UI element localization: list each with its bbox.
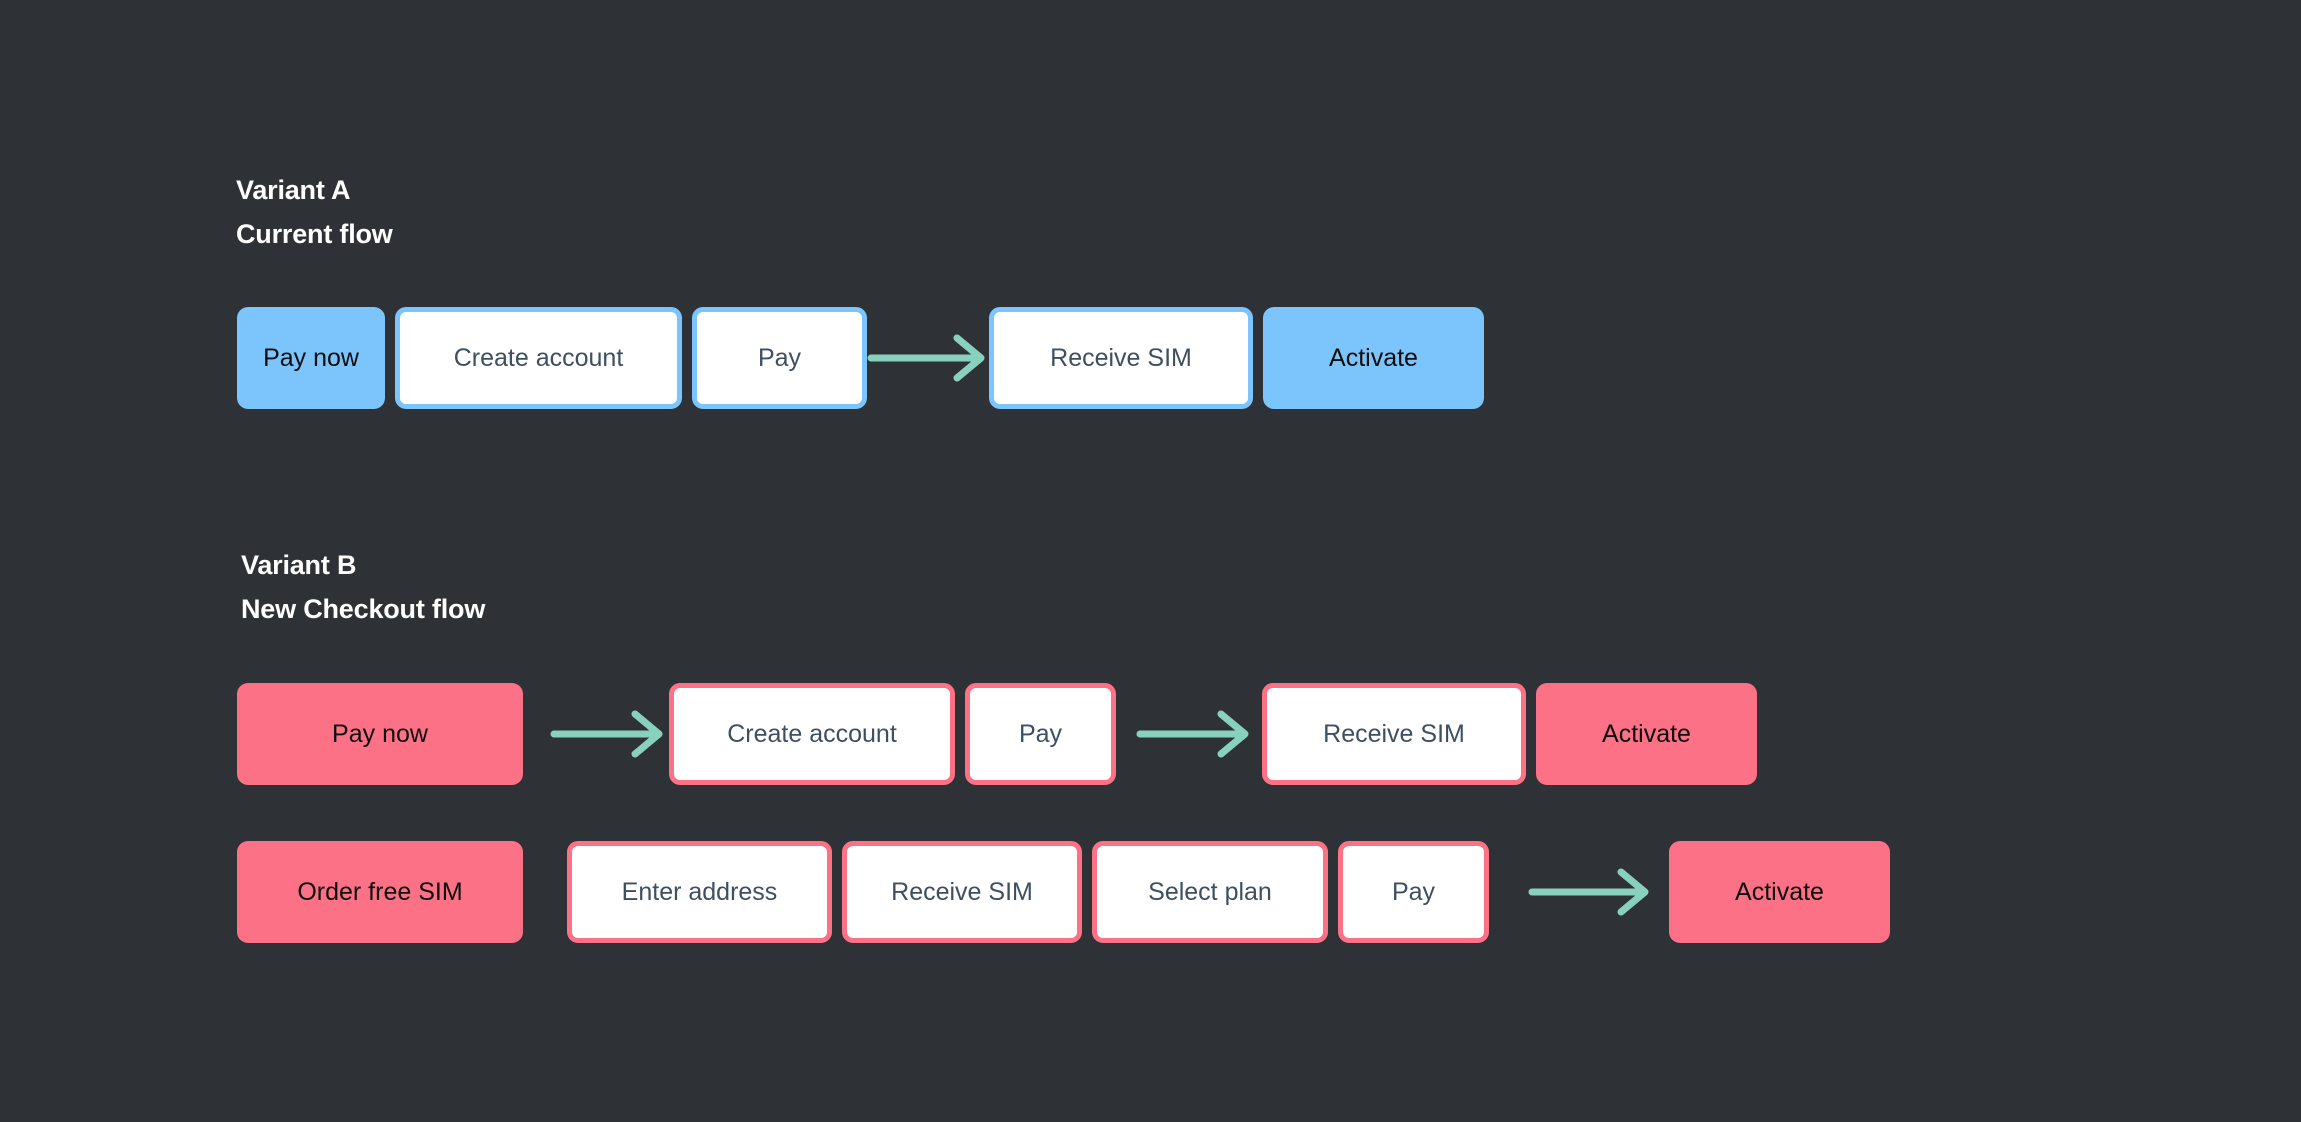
- step-select-plan[interactable]: Select plan: [1092, 841, 1328, 943]
- step-receive-sim[interactable]: Receive SIM: [989, 307, 1253, 409]
- variant-b-heading: Variant B New Checkout flow: [241, 543, 485, 631]
- variant-a-flow-row: Pay now Create account Pay Receive SIM A…: [237, 307, 1484, 409]
- step-create-account[interactable]: Create account: [395, 307, 682, 409]
- step-pay-now[interactable]: Pay now: [237, 307, 385, 409]
- step-pay[interactable]: Pay: [692, 307, 867, 409]
- variant-a-heading: Variant A Current flow: [236, 168, 393, 256]
- step-pay[interactable]: Pay: [1338, 841, 1489, 943]
- arrow-right-icon: [1489, 841, 1669, 943]
- step-activate[interactable]: Activate: [1669, 841, 1890, 943]
- variant-b-flow-row-2: Order free SIM Enter address Receive SIM…: [237, 841, 1890, 943]
- arrow-right-icon: [867, 307, 989, 409]
- variant-b-heading-line2: New Checkout flow: [241, 594, 486, 624]
- step-receive-sim[interactable]: Receive SIM: [1262, 683, 1526, 785]
- arrow-right-icon: [523, 683, 669, 785]
- step-activate[interactable]: Activate: [1263, 307, 1484, 409]
- variant-a-heading-line1: Variant A: [236, 175, 351, 205]
- step-order-free-sim[interactable]: Order free SIM: [237, 841, 523, 943]
- step-pay-now[interactable]: Pay now: [237, 683, 523, 785]
- step-create-account[interactable]: Create account: [669, 683, 955, 785]
- variant-b-flow-row-1: Pay now Create account Pay Receive SIM A…: [237, 683, 1757, 785]
- step-enter-address[interactable]: Enter address: [567, 841, 832, 943]
- step-pay[interactable]: Pay: [965, 683, 1116, 785]
- variant-a-heading-line2: Current flow: [236, 219, 393, 249]
- variant-b-heading-line1: Variant B: [241, 550, 357, 580]
- step-activate[interactable]: Activate: [1536, 683, 1757, 785]
- arrow-right-icon: [1116, 683, 1262, 785]
- step-receive-sim[interactable]: Receive SIM: [842, 841, 1082, 943]
